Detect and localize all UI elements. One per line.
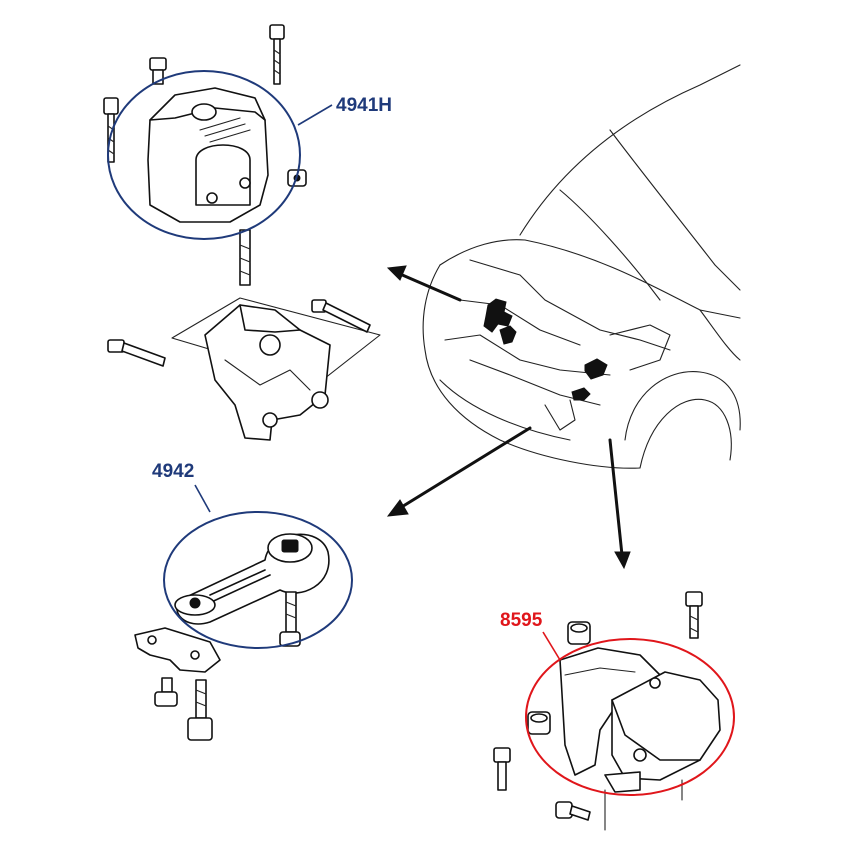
bolt-icon (103, 97, 119, 163)
upper-engine-mount (103, 24, 333, 286)
engine-bracket (107, 297, 381, 441)
label-8595: 8595 (500, 610, 543, 631)
bolt-icon (685, 591, 703, 639)
bolt-icon (154, 677, 178, 707)
nut-icon (149, 57, 167, 85)
bolt-icon (555, 801, 591, 821)
bolt-icon (107, 339, 166, 367)
label-4942: 4942 (152, 461, 194, 482)
bolt-icon (269, 24, 285, 85)
label-4941h: 4941H (336, 95, 392, 116)
torque-rod (134, 484, 353, 741)
bolt-icon (311, 299, 371, 333)
nut-icon (567, 621, 591, 645)
nut-icon (527, 711, 551, 735)
transmission-mount (493, 591, 735, 831)
car-outline (422, 64, 741, 469)
bolt-icon (493, 747, 511, 791)
bolt-icon (279, 591, 301, 647)
bolt-icon (187, 679, 213, 741)
pointer-arrows (386, 265, 631, 570)
